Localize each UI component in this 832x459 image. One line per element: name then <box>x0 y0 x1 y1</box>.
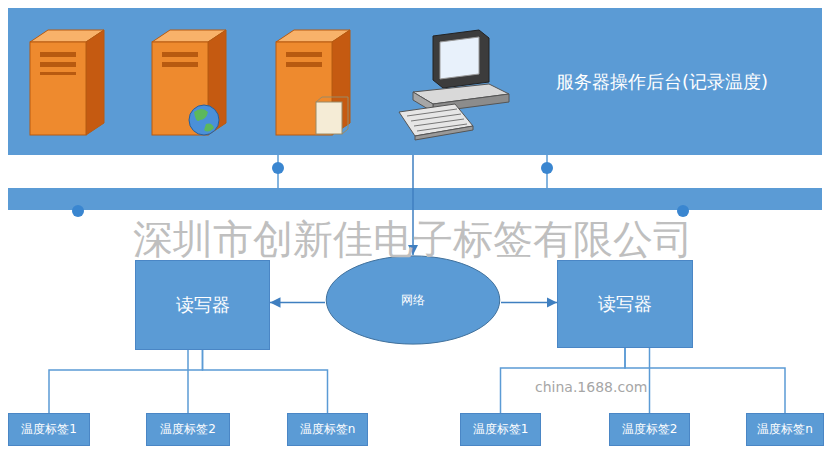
node-text: 服务器操作后台(记录温度) <box>556 70 768 94</box>
tag-box: 温度标签n <box>287 413 368 446</box>
tag-box: 温度标签n <box>746 413 824 446</box>
reader-box: 读写器 <box>557 260 693 348</box>
watermark: china.1688.com <box>535 380 647 394</box>
bus-dot <box>677 205 689 217</box>
arrow-connector <box>270 302 325 304</box>
tree-line <box>187 350 189 413</box>
watermark: 深圳市创新佳电子标签有限公司 <box>133 219 693 259</box>
node-text: 读写器 <box>598 292 652 316</box>
tag-box: 温度标签1 <box>460 413 541 446</box>
arrow-connector <box>501 302 557 304</box>
bus-dot <box>541 162 553 174</box>
network-ellipse: 网络 <box>325 255 501 345</box>
node-text: 温度标签2 <box>622 421 678 438</box>
web-server-tower <box>152 30 226 135</box>
tree-line <box>625 348 785 413</box>
reader-box: 读写器 <box>135 260 270 350</box>
tag-box: 温度标签2 <box>609 413 690 446</box>
node-text: 温度标签n <box>757 421 813 438</box>
tag-box: 温度标签1 <box>8 413 90 446</box>
tag-box: 温度标签2 <box>146 413 230 446</box>
node-text: 网络 <box>401 292 425 309</box>
tree-line <box>203 350 328 413</box>
bus-bar <box>8 155 822 217</box>
file-server-tower <box>276 30 350 135</box>
globe-icon <box>189 105 219 135</box>
server-band: 服务器操作后台(记录温度) <box>8 8 822 155</box>
document-icon <box>316 102 342 134</box>
network-bar <box>8 188 822 210</box>
node-text: 读写器 <box>176 293 230 317</box>
server-tower <box>30 30 104 135</box>
node-text: 温度标签1 <box>21 421 77 438</box>
bus-dot <box>272 162 284 174</box>
computer-icon <box>399 30 509 140</box>
node-text: 温度标签1 <box>473 421 529 438</box>
tree-line <box>49 350 203 413</box>
node-text: 温度标签n <box>300 421 356 438</box>
bus-dot <box>72 205 84 217</box>
node-text: 温度标签2 <box>160 421 216 438</box>
tree-line <box>649 348 651 413</box>
